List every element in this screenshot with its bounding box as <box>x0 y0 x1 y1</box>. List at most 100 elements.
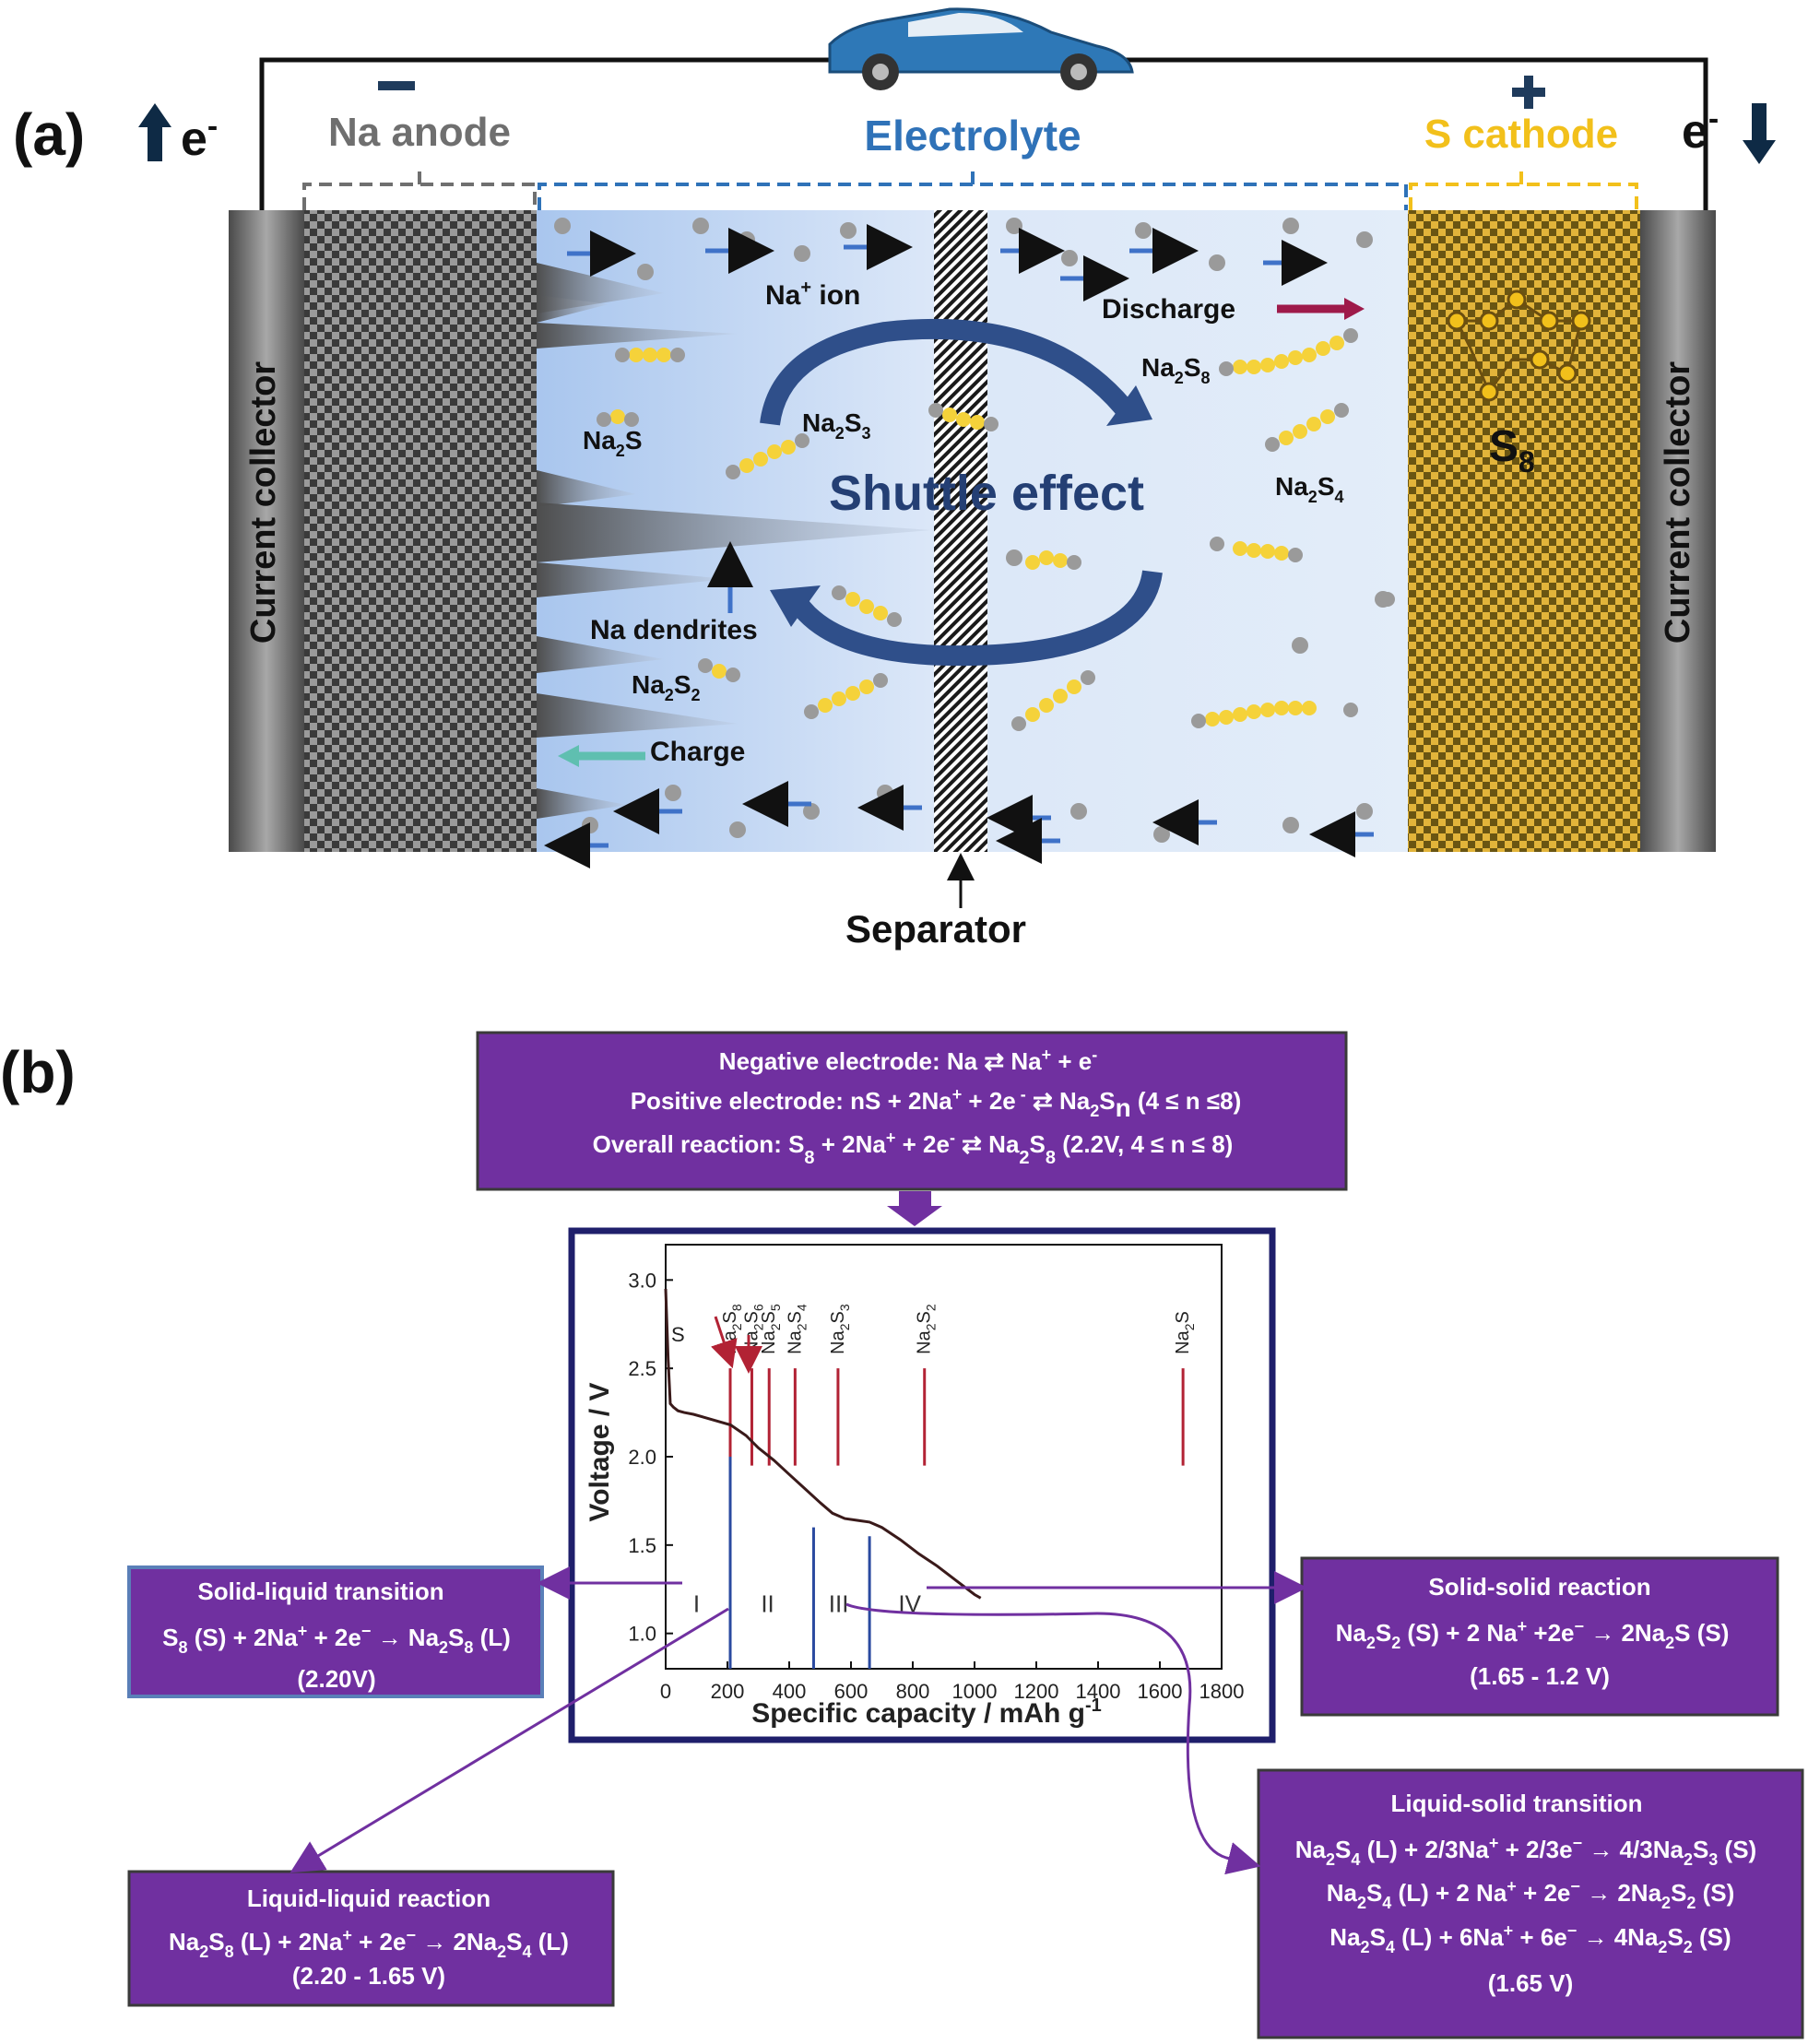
liquid-liquid-equation: Na2S8 (L) + 2Na+ + 2e− → 2Na2S4 (L) <box>169 1926 569 1961</box>
x-tick-label: 1000 <box>952 1680 998 1703</box>
electrolyte-label: Electrolyte <box>864 112 1081 160</box>
region-label: III <box>829 1590 849 1618</box>
y-tick-label: 2.5 <box>628 1357 656 1380</box>
s8-label: S8 <box>1489 422 1535 479</box>
na-dendrites <box>537 263 931 819</box>
x-tick-label: 1600 <box>1138 1680 1183 1703</box>
reaction-summary-box <box>476 1031 1348 1191</box>
summary-down-arrow-icon <box>887 1191 942 1226</box>
x-tick-label: 200 <box>711 1680 745 1703</box>
panel-b: (b) Negative electrode: Na ⇄ Na+ + e- Po… <box>0 1031 1804 2039</box>
panel-a: (a) e- e- Na anode Electrolyte S cathode <box>13 7 1776 951</box>
current-collector-right <box>1640 210 1716 852</box>
chart-s-annotation: S <box>671 1323 685 1346</box>
discharge-label: Discharge <box>1102 294 1235 325</box>
cathode-bracket <box>1409 171 1638 210</box>
panel-a-label: (a) <box>13 101 85 168</box>
phase-marker-label: Na2S <box>1173 1311 1197 1354</box>
na2s3-label: Na2S3 <box>802 408 871 443</box>
phase-marker-label: Na2S5 <box>759 1304 783 1354</box>
current-collector-left <box>229 210 304 852</box>
plus-sign-icon <box>1512 76 1545 109</box>
na2s2-label: Na2S2 <box>632 670 701 704</box>
phase-marker-label: Na2S2 <box>915 1304 939 1354</box>
x-axis-label: Specific capacity / mAh g-1 <box>751 1695 1102 1729</box>
solid-solid-box <box>1300 1556 1779 1717</box>
y-tick-label: 1.0 <box>628 1623 656 1646</box>
solid-solid-voltage: (1.65 - 1.2 V) <box>1470 1662 1610 1690</box>
na2s8-label: Na2S8 <box>1141 353 1211 387</box>
connector-liquid-liquid <box>290 1607 729 1873</box>
s-cathode-block <box>1408 210 1640 852</box>
y-tick-label: 3.0 <box>628 1269 656 1292</box>
electron-up-arrow-icon <box>138 103 171 161</box>
phase-marker-label: Na2S3 <box>828 1304 852 1354</box>
liquid-solid-voltage: (1.65 V) <box>1488 1969 1574 1997</box>
shuttle-arrow-top <box>760 318 1138 426</box>
shuttle-arrowhead-top <box>1106 385 1152 426</box>
region-label: I <box>693 1590 700 1618</box>
separator-label: Separator <box>845 907 1026 951</box>
electron-left-label: e- <box>181 109 218 166</box>
s8-ring-icon <box>1447 289 1591 402</box>
y-tick-label: 2.0 <box>628 1446 656 1469</box>
liquid-solid-equation-1: Na2S4 (L) + 2/3Na+ + 2/3e− → 4/3Na2S3 (S… <box>1295 1834 1756 1869</box>
positive-electrode-equation: Positive electrode: nS + 2Na+ + 2e - ⇄ N… <box>631 1085 1242 1122</box>
y-axis-label: Voltage / V <box>585 1382 615 1521</box>
ion-flow-arrows <box>544 224 1374 868</box>
discharge-arrowhead <box>1344 298 1365 320</box>
electrolyte-bracket <box>538 171 1408 210</box>
current-collector-right-label: Current collector <box>1659 361 1697 644</box>
x-tick-label: 1400 <box>1076 1680 1121 1703</box>
x-tick-label: 0 <box>660 1680 671 1703</box>
liquid-liquid-box <box>127 1870 615 2007</box>
shuttle-arrow-bottom <box>784 570 1163 667</box>
na-ion-particles <box>554 218 1391 843</box>
electron-down-arrow-icon <box>1743 103 1776 164</box>
solid-liquid-equation: S8 (S) + 2Na+ + 2e− → Na2S8 (L) <box>162 1622 511 1657</box>
charge-label: Charge <box>650 737 745 767</box>
panel-b-label: (b) <box>0 1039 76 1105</box>
na2s8-pointer-arrow <box>711 1316 738 1369</box>
liquid-solid-equation-3: Na2S4 (L) + 6Na+ + 6e− → 4Na2S2 (S) <box>1329 1921 1731 1956</box>
anode-label: Na anode <box>328 110 511 155</box>
liquid-solid-title: Liquid-solid transition <box>1391 1790 1643 1817</box>
shuttle-effect-label: Shuttle effect <box>829 466 1144 521</box>
voltage-curve-line <box>664 1288 982 1600</box>
region-label: II <box>761 1590 774 1618</box>
x-tick-label: 1200 <box>1014 1680 1059 1703</box>
solid-solid-equation: Na2S2 (S) + 2 Na+ +2e− → 2Na2S (S) <box>1336 1617 1730 1652</box>
x-tick-label: 400 <box>773 1680 807 1703</box>
cathode-label: S cathode <box>1424 112 1618 157</box>
x-tick-label: 1800 <box>1199 1680 1245 1703</box>
discharge-chart: 1.0 1.5 2.0 2.5 3.0 0 200 400 600 800 1000 1200 140… <box>585 1244 1245 1729</box>
na-anode-block <box>304 210 537 852</box>
charge-arrowhead <box>558 745 579 767</box>
chart-frame <box>568 1227 1276 1743</box>
x-tick-label: 800 <box>896 1680 930 1703</box>
anode-bracket <box>302 171 537 210</box>
liquid-solid-equation-2: Na2S4 (L) + 2 Na+ + 2e− → 2Na2S2 (S) <box>1327 1877 1735 1912</box>
connector-liquid-solid <box>845 1602 1261 1875</box>
solid-liquid-voltage: (2.20V) <box>297 1665 375 1693</box>
na-ion-label: Na+ ion <box>765 278 860 311</box>
solid-liquid-title: Solid-liquid transition <box>197 1577 443 1605</box>
x-tick-label: 600 <box>834 1680 869 1703</box>
liquid-solid-box <box>1257 1768 1804 2039</box>
liquid-liquid-voltage: (2.20 - 1.65 V) <box>292 1962 445 1990</box>
negative-electrode-equation: Negative electrode: Na ⇄ Na+ + e- <box>719 1046 1097 1075</box>
car-icon <box>828 7 1134 90</box>
y-tick-label: 1.5 <box>628 1534 656 1557</box>
shuttle-arrowhead-bottom <box>770 585 821 627</box>
minus-sign-icon <box>378 81 415 90</box>
electron-right-label: e- <box>1682 101 1719 159</box>
current-collector-left-label: Current collector <box>244 361 283 644</box>
solid-liquid-box <box>127 1565 544 1698</box>
polysulfide-chains <box>597 328 1395 731</box>
separator <box>934 210 987 852</box>
na2s-label: Na2S <box>583 426 643 460</box>
overall-reaction-equation: Overall reaction: S8 + 2Na+ + 2e- ⇄ Na2S… <box>593 1128 1234 1168</box>
solid-solid-title: Solid-solid reaction <box>1428 1573 1650 1601</box>
na2s4-label: Na2S4 <box>1275 472 1344 506</box>
